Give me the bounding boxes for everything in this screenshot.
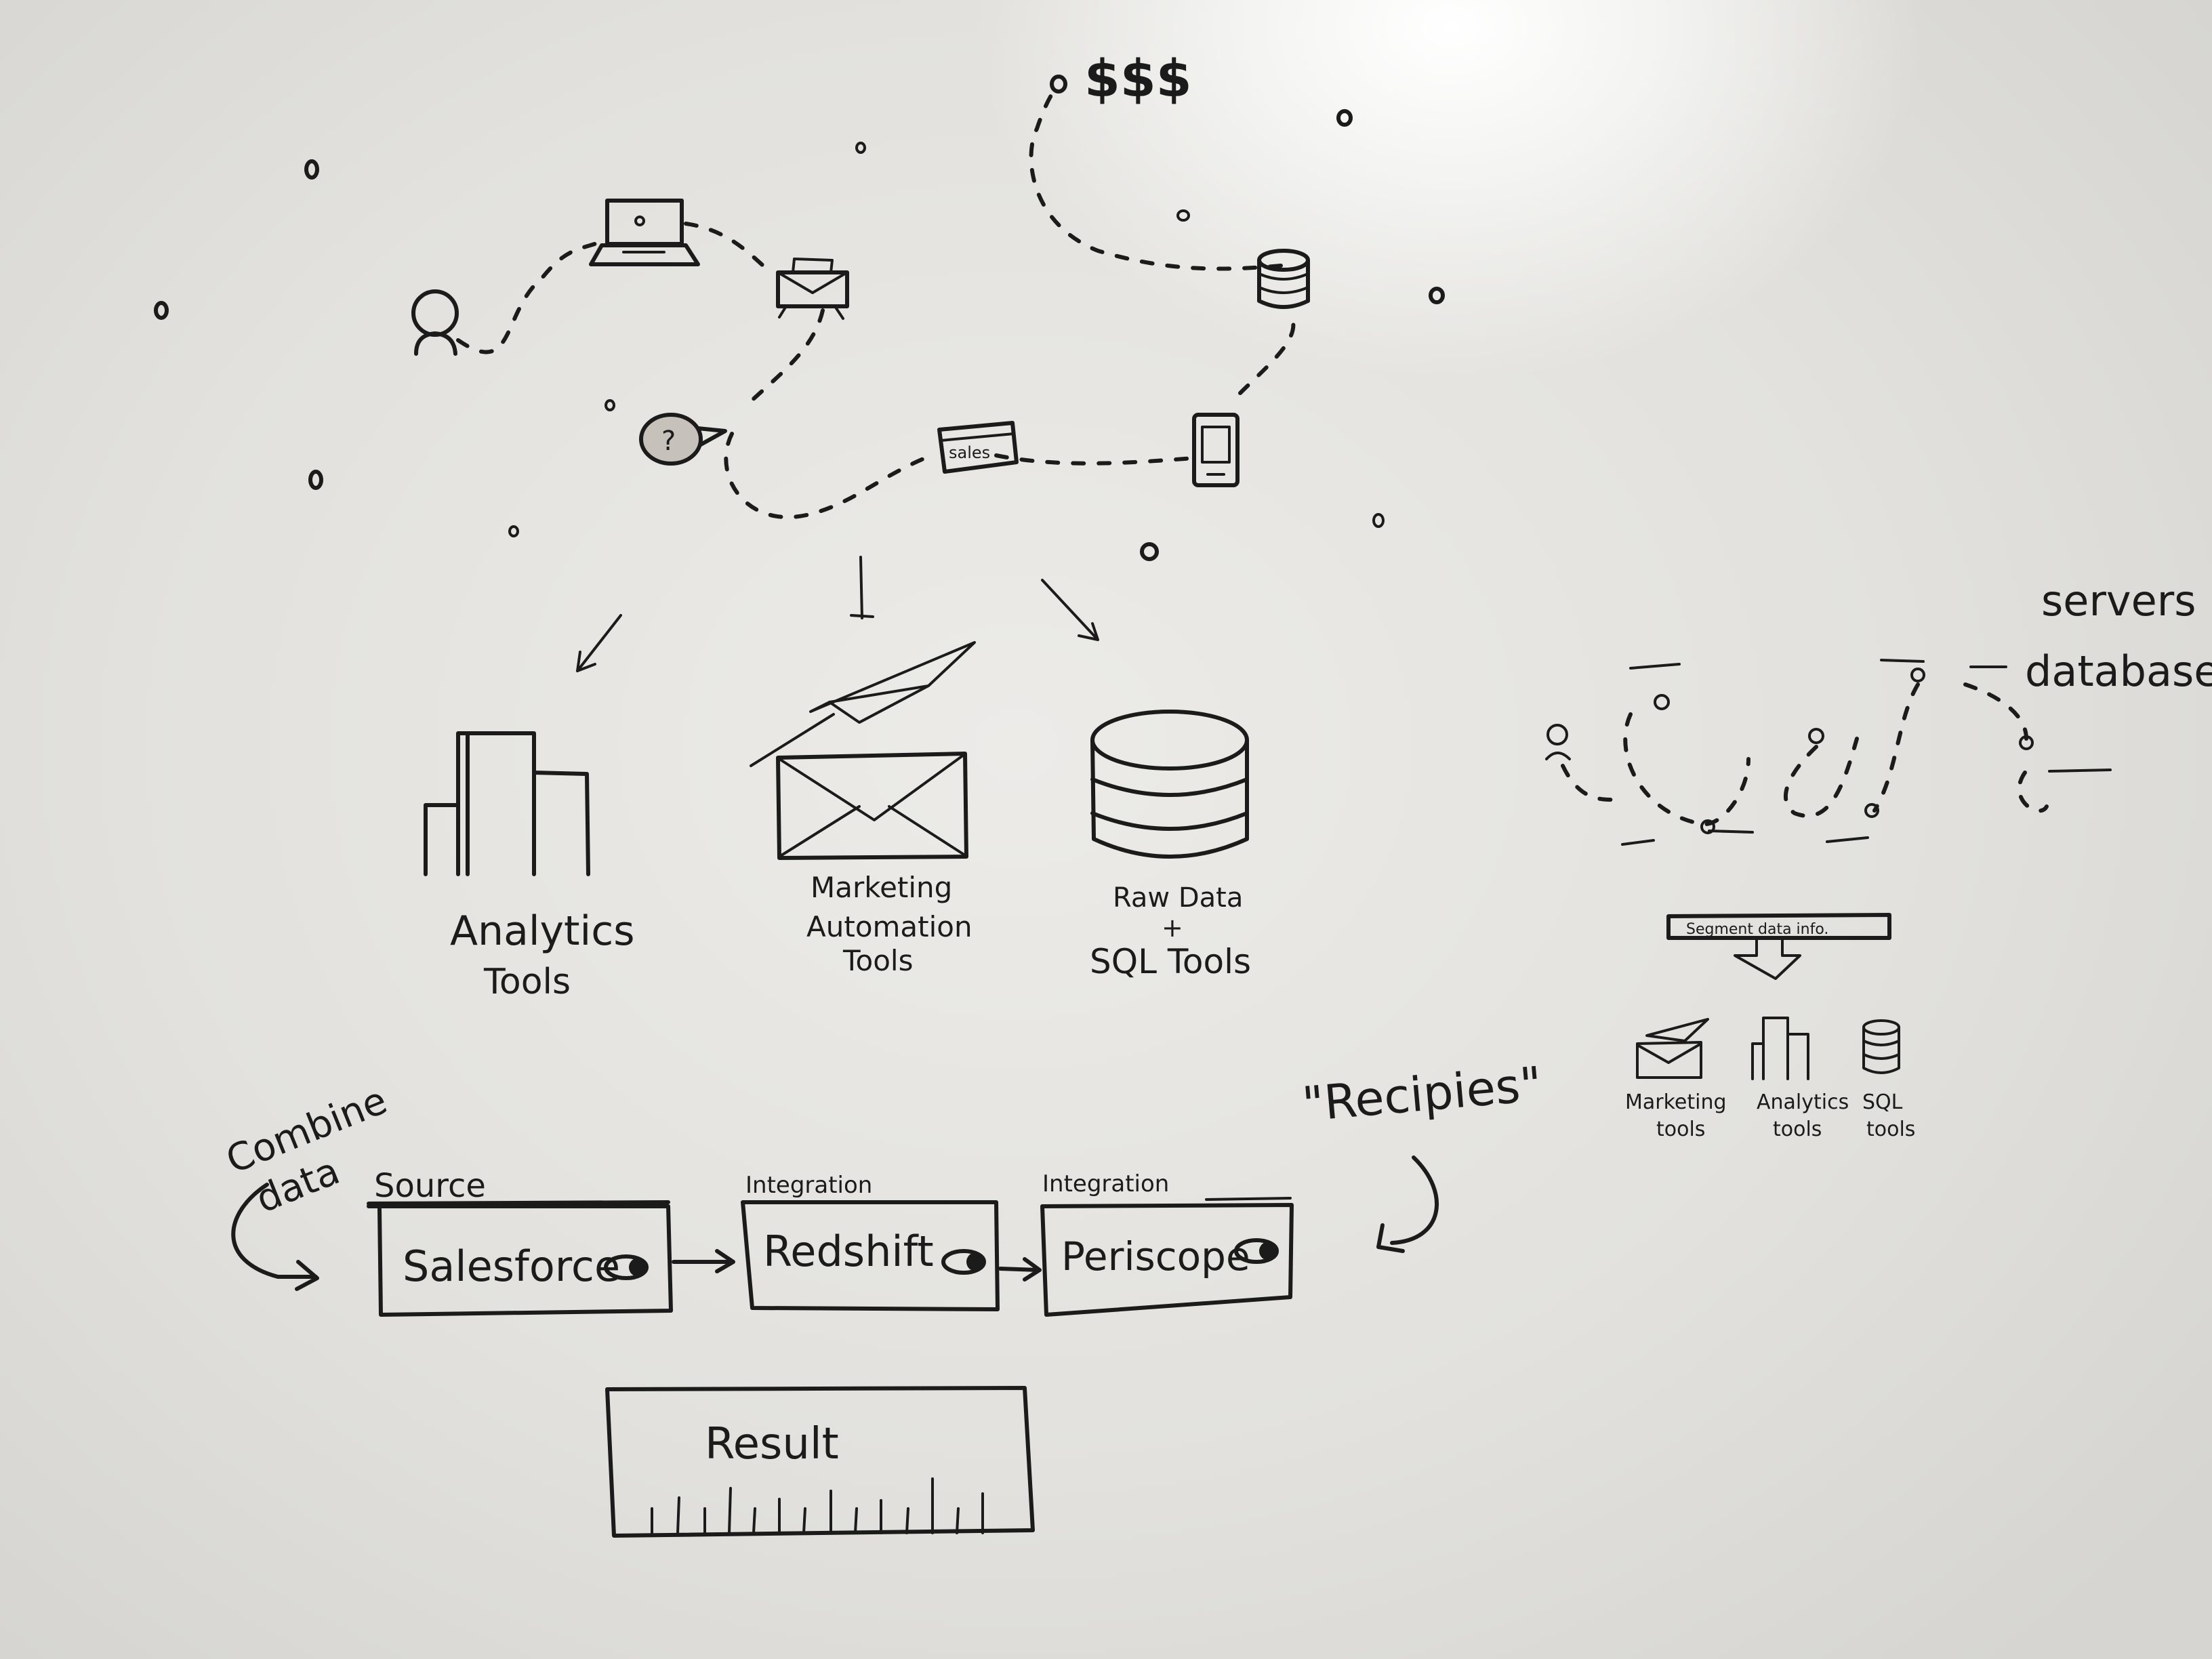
small-analytics-label-2: tools xyxy=(1773,1118,1822,1141)
periscope-label: Periscope xyxy=(1061,1233,1250,1279)
small-analytics-label-1: Analytics xyxy=(1757,1090,1849,1114)
result-box xyxy=(605,1386,1035,1538)
segment-bar xyxy=(1666,913,1891,980)
marketing-label-1: Marketing xyxy=(811,871,952,904)
small-analytics-icon xyxy=(1751,1017,1809,1080)
scattered-dots xyxy=(154,109,1445,561)
redshift-box xyxy=(741,1200,1000,1311)
arrow-redshift-to-periscope xyxy=(998,1257,1042,1282)
marketing-envelope-icon xyxy=(750,641,976,860)
customer-journey-path xyxy=(456,82,1296,520)
analytics-label-1: Analytics xyxy=(450,907,634,955)
source-label: Source xyxy=(374,1167,486,1205)
marketing-label-2: Automation xyxy=(806,910,972,943)
arrow-salesforce-to-redshift xyxy=(672,1249,735,1273)
raw-data-database-icon xyxy=(1090,710,1249,859)
servers-label: servers xyxy=(2041,576,2196,626)
marketing-label-3: Tools xyxy=(842,944,913,977)
redshift-label: Redshift xyxy=(763,1227,934,1276)
raw-data-label-2: + xyxy=(1162,913,1183,943)
databases-label: databases xyxy=(2025,647,2212,696)
question-bubble-icon: ? xyxy=(639,413,727,466)
small-marketing-icon xyxy=(1636,1018,1709,1079)
small-sql-icon xyxy=(1862,1019,1900,1074)
analytics-chart-icon xyxy=(424,731,590,876)
sales-label: sales xyxy=(949,443,990,462)
recipes-label: "Recipies" xyxy=(1300,1056,1544,1132)
combine-arrow xyxy=(231,1183,319,1291)
integration-label-1: Integration xyxy=(745,1172,872,1199)
recipes-arrow xyxy=(1376,1155,1439,1253)
small-sql-label-2: tools xyxy=(1866,1118,1915,1141)
periscope-box xyxy=(1040,1197,1294,1317)
money-text: $$$ xyxy=(1084,48,1192,108)
salesforce-box xyxy=(367,1200,673,1317)
result-label: Result xyxy=(705,1419,839,1469)
raw-data-label-3: SQL Tools xyxy=(1090,942,1251,981)
money-start-dot xyxy=(1050,75,1067,94)
journey-database-icon xyxy=(1257,249,1310,309)
small-marketing-label-1: Marketing xyxy=(1625,1090,1727,1114)
laptop-icon xyxy=(589,199,700,266)
email-stand-icon xyxy=(776,258,849,320)
raw-data-label-1: Raw Data xyxy=(1113,882,1243,914)
salesforce-label: Salesforce xyxy=(403,1242,620,1291)
small-sql-label-1: SQL xyxy=(1862,1090,1903,1114)
analytics-label-2: Tools xyxy=(483,962,571,1002)
phone-icon xyxy=(1192,413,1240,487)
svg-text:?: ? xyxy=(661,426,676,457)
sales-window-icon: sales xyxy=(937,421,1019,474)
integration-label-2: Integration xyxy=(1042,1170,1169,1197)
small-marketing-label-2: tools xyxy=(1656,1118,1705,1141)
right-journey-sketch xyxy=(1545,659,2112,846)
tools-arrows xyxy=(576,556,1099,672)
segment-bar-label: Segment data info. xyxy=(1686,921,1828,938)
person-icon xyxy=(411,289,459,356)
